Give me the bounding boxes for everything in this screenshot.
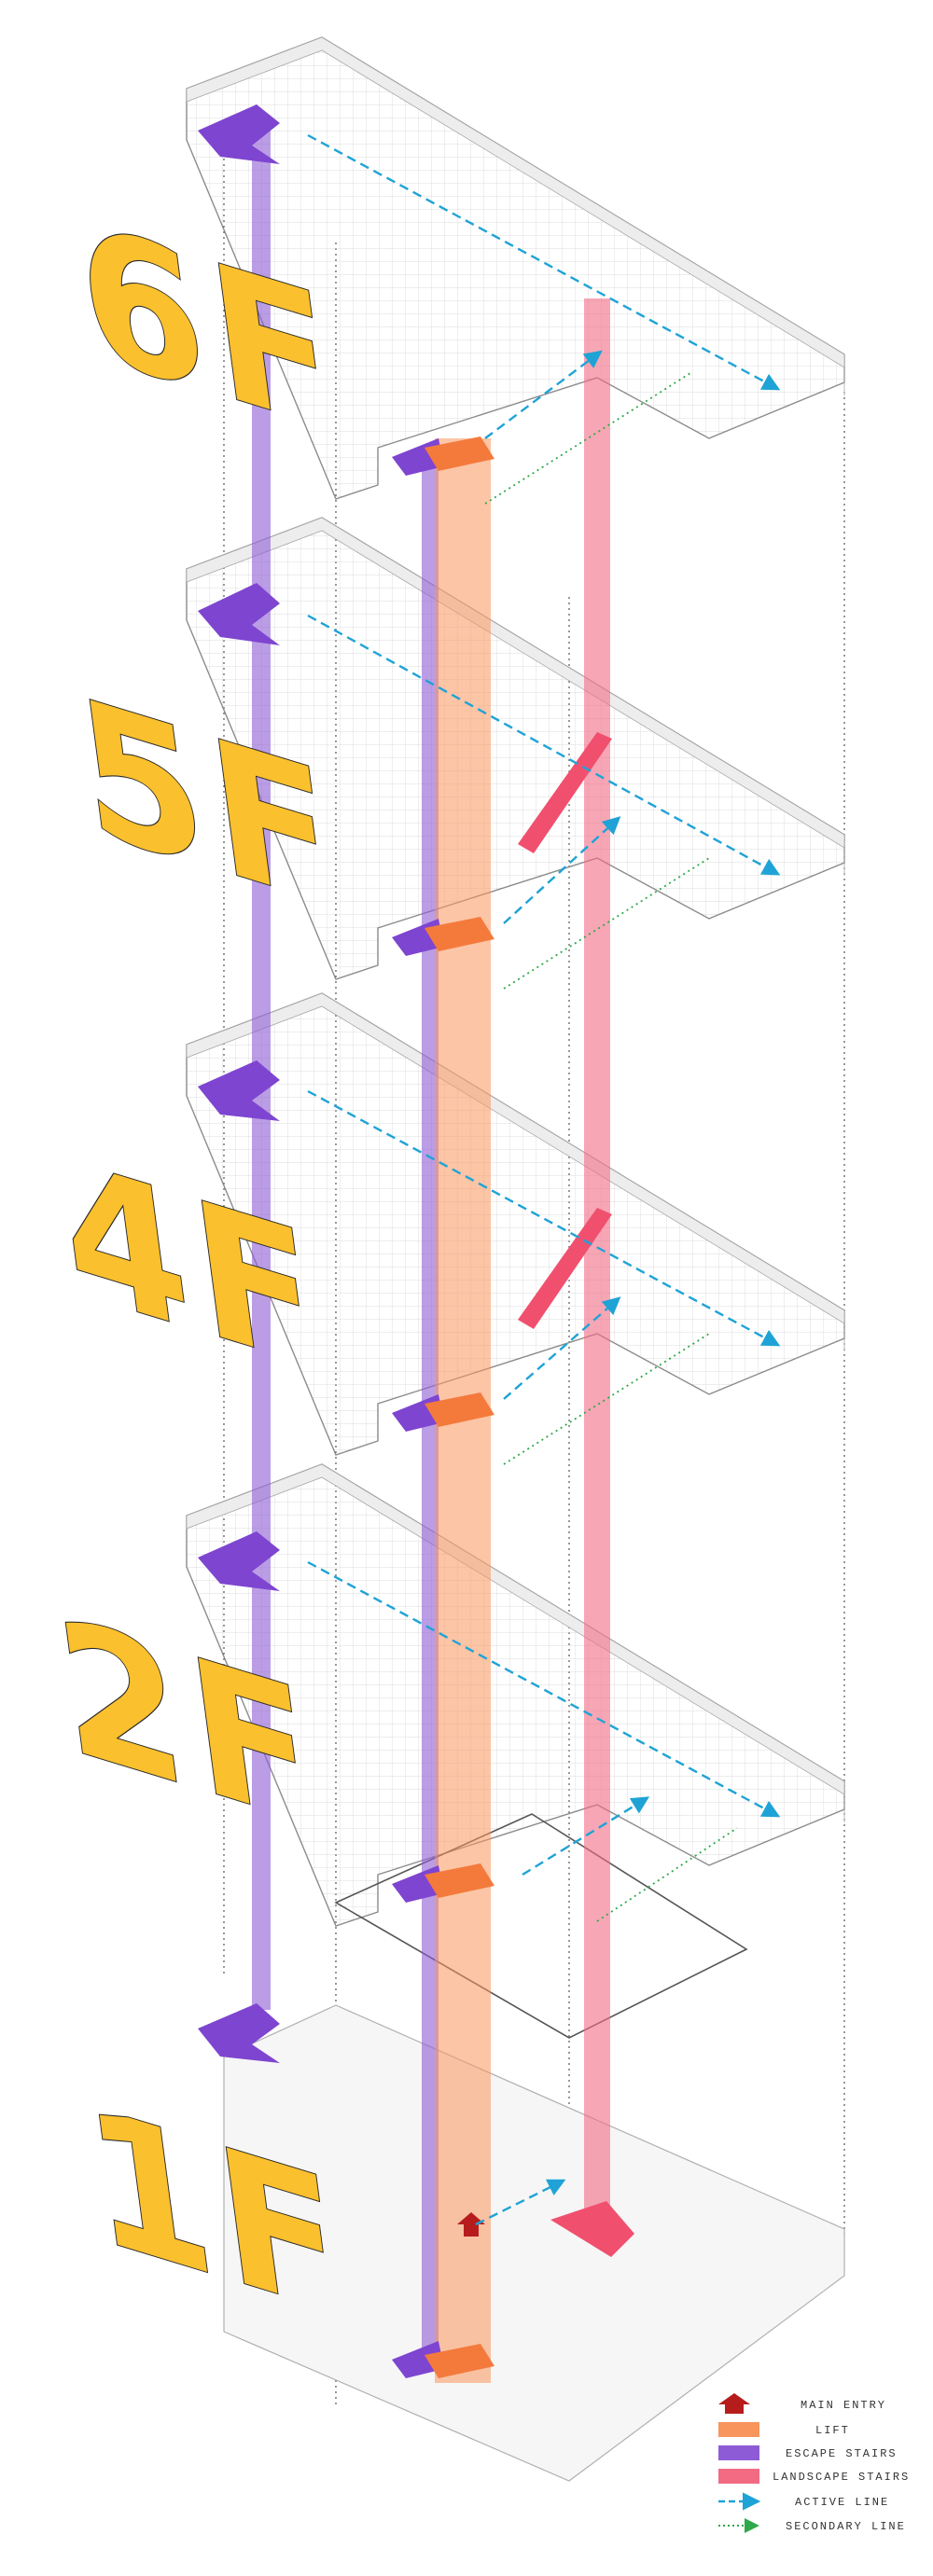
legend-item-main-entry: MAIN ENTRY [718, 2393, 886, 2414]
legend-item-landscape-stairs: LANDSCAPE STAIRS [718, 2469, 910, 2484]
house-arrow-icon [718, 2393, 750, 2414]
legend-label-escape-stairs: ESCAPE STAIRS [786, 2447, 898, 2460]
lift-swatch-icon [718, 2422, 759, 2437]
landscape-stair-runs [518, 732, 634, 2257]
legend-label-active-line: ACTIVE LINE [795, 2496, 889, 2509]
secondary-lines [484, 372, 738, 1922]
legend-item-secondary-line: SECONDARY LINE [718, 2518, 906, 2533]
active-lines [307, 133, 781, 2226]
legend-label-landscape-stairs: LANDSCAPE STAIRS [773, 2471, 910, 2484]
escape-stairs-swatch-icon [718, 2445, 759, 2460]
legend-item-active-line: ACTIVE LINE [718, 2492, 889, 2511]
ground-floor-volume [223, 2004, 845, 2482]
floor-slabs [186, 36, 845, 2482]
floor-slab-edge [186, 36, 845, 395]
legend-label-lift: LIFT [815, 2424, 850, 2437]
legend-label-secondary-line: SECONDARY LINE [786, 2520, 906, 2533]
main-entry-marker [457, 2212, 485, 2237]
legend: MAIN ENTRY LIFT ESCAPE STAIRS LANDSCAPE … [718, 2393, 910, 2533]
legend-item-escape-stairs: ESCAPE STAIRS [718, 2445, 898, 2460]
lift-caps [425, 436, 494, 2378]
legend-item-lift: LIFT [718, 2422, 850, 2437]
landscape-stairs-shaft [584, 298, 610, 2229]
landscape-stairs-swatch-icon [718, 2469, 759, 2484]
legend-label-main-entry: MAIN ENTRY [801, 2399, 886, 2412]
